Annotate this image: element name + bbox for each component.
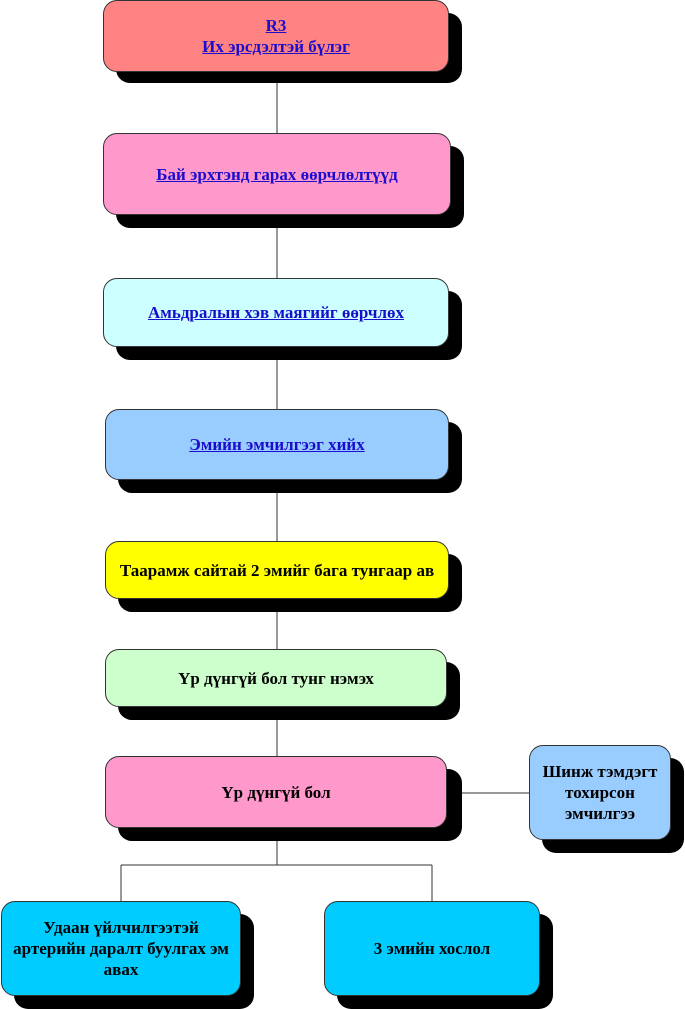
node-risk-group[interactable]: R3 Их эрсдэлтэй бүлэг (103, 0, 449, 72)
long-acting-label: Удаан үйлчилгээтэй артерийн даралт буулг… (13, 918, 229, 979)
risk-group-title-link[interactable]: Их эрсдэлтэй бүлэг (202, 37, 350, 56)
node-symptomatic: Шинж тэмдэгт тохирсон эмчилгээ (529, 745, 671, 840)
env-changes-link[interactable]: Бай эрхтэнд гарах өөрчлөлтүүд (156, 164, 398, 184)
medication-link[interactable]: Эмийн эмчилгээг хийх (189, 435, 365, 454)
node-lifestyle[interactable]: Амьдралын хэв маягийг өөрчлөх (103, 278, 449, 347)
node-increase-dose: Үр дүнгүй бол тунг нэмэх (105, 649, 447, 707)
increase-dose-label: Үр дүнгүй бол тунг нэмэх (178, 668, 374, 688)
risk-group-code-link[interactable]: R3 (265, 16, 287, 35)
ineffective-label: Үр дүнгүй бол (221, 782, 331, 802)
node-three-drugs: 3 эмийн хослол (324, 901, 540, 996)
lifestyle-link[interactable]: Амьдралын хэв маягийг өөрчлөх (147, 303, 405, 322)
node-env-changes[interactable]: Бай эрхтэнд гарах өөрчлөлтүүд (103, 133, 451, 215)
node-medication[interactable]: Эмийн эмчилгээг хийх (105, 409, 449, 480)
node-two-drugs: Таарамж сайтай 2 эмийг бага тунгаар ав (105, 541, 449, 599)
three-drugs-label: 3 эмийн хослол (373, 939, 491, 958)
node-ineffective: Үр дүнгүй бол (105, 756, 447, 828)
node-long-acting: Удаан үйлчилгээтэй артерийн даралт буулг… (1, 901, 241, 996)
two-drugs-label: Таарамж сайтай 2 эмийг бага тунгаар ав (119, 560, 435, 580)
symptomatic-label: Шинж тэмдэгт тохирсон эмчилгээ (542, 762, 658, 823)
